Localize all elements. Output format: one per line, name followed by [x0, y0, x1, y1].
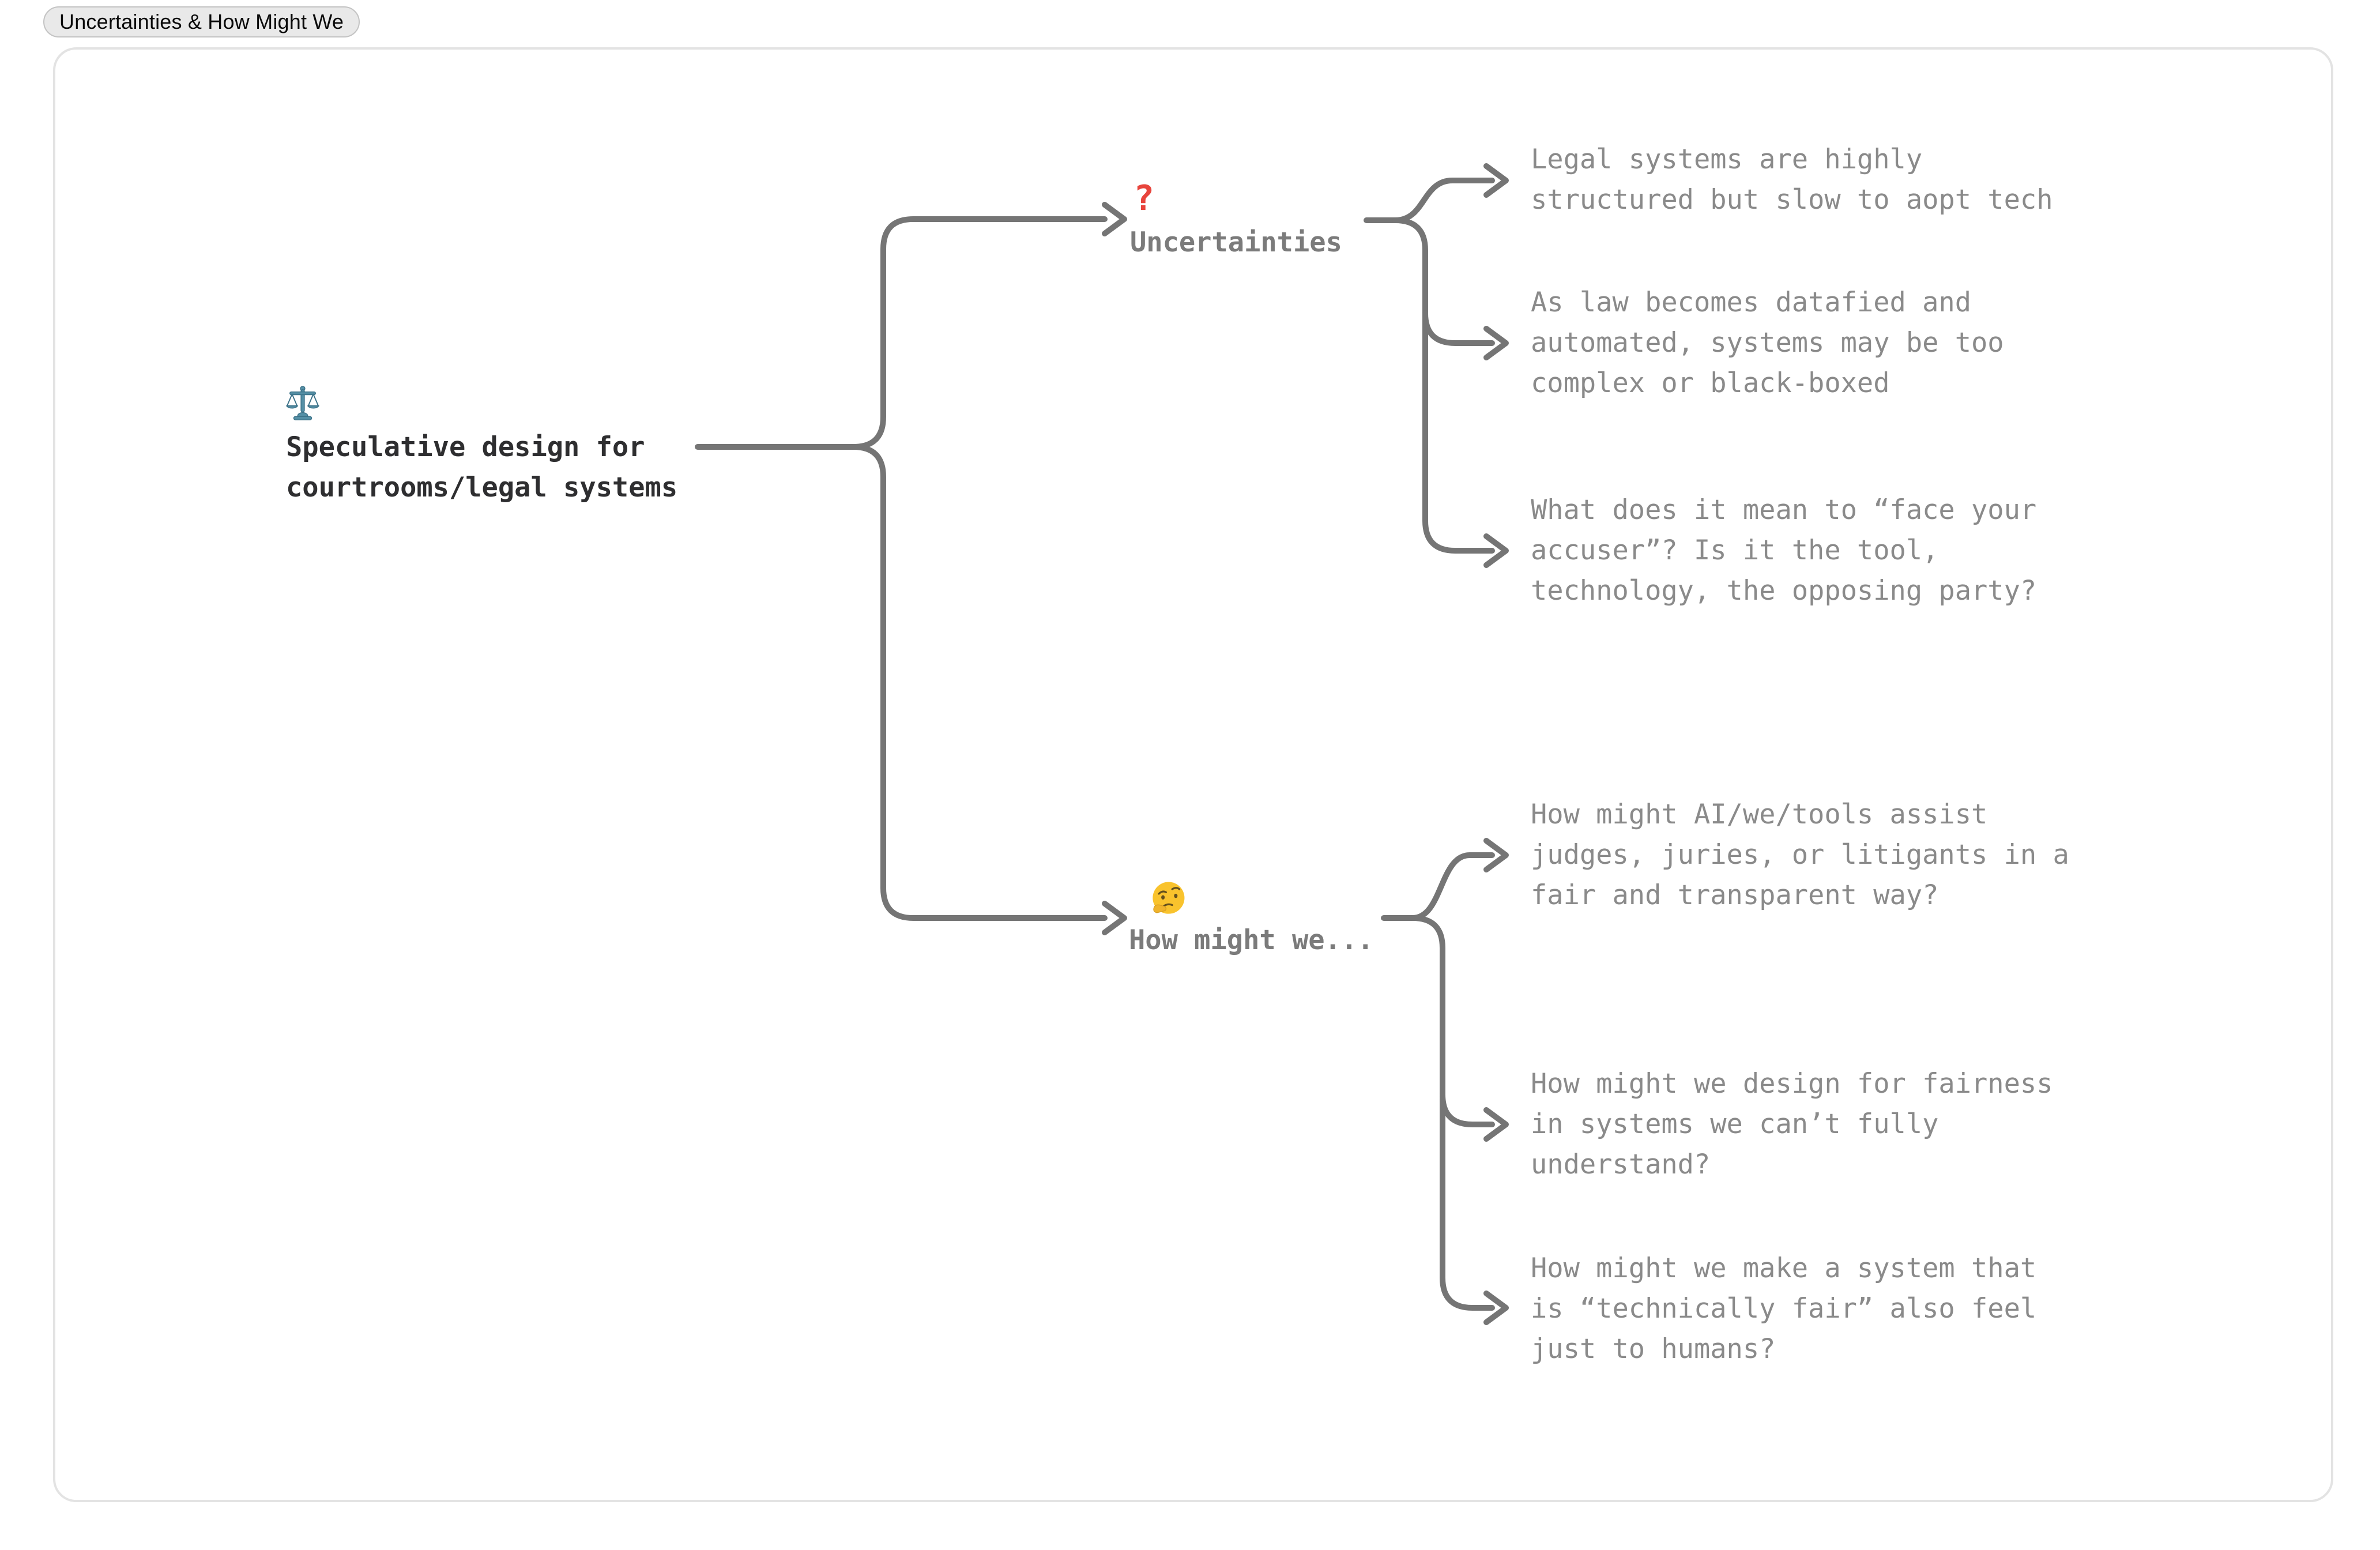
thinking-face-icon: [1153, 882, 1185, 914]
child-node-uncertainties-1[interactable]: Legal systems are highly structured but …: [1531, 144, 2053, 216]
child-node-uncertainties-3[interactable]: What does it mean to “face your accuser”…: [1531, 494, 2037, 607]
child-node-uncertainties-2[interactable]: As law becomes datafied and automated, s…: [1531, 287, 2004, 399]
branch-node-uncertainties[interactable]: Uncertainties: [1130, 227, 1342, 258]
red-question-mark-icon: ?: [1133, 178, 1155, 219]
scales-icon: [286, 386, 319, 420]
child-node-hmw-1[interactable]: How might AI/we/tools assist judges, jur…: [1531, 799, 2069, 911]
child-node-hmw-2[interactable]: How might we design for fairness in syst…: [1531, 1068, 2053, 1180]
document-tab[interactable]: Uncertainties & How Might We: [43, 6, 360, 37]
child-node-hmw-3[interactable]: How might we make a system that is “tech…: [1531, 1252, 2037, 1365]
root-node[interactable]: Speculative design for courtrooms/legal …: [286, 431, 678, 503]
mindmap-canvas[interactable]: [53, 47, 2333, 1502]
document-tab-label: Uncertainties & How Might We: [59, 10, 344, 33]
branch-node-how-might-we[interactable]: How might we...: [1129, 924, 1374, 956]
